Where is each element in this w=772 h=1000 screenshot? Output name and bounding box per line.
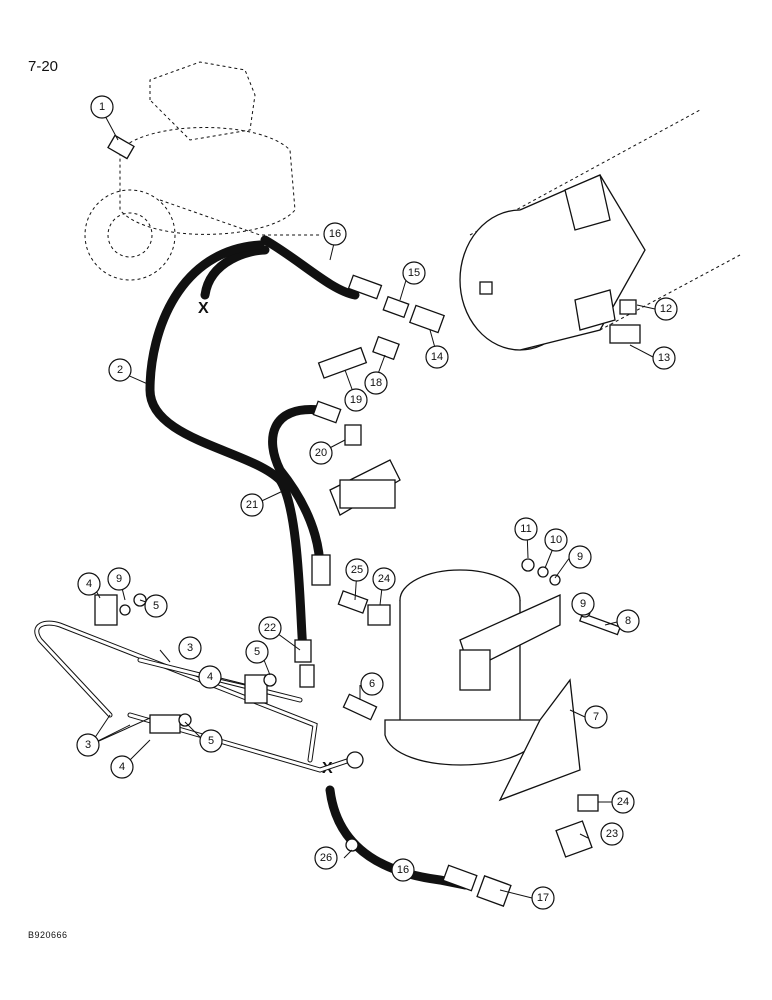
callout-13: 13 xyxy=(652,346,676,370)
callout-23: 23 xyxy=(600,822,624,846)
svg-text:14: 14 xyxy=(431,351,443,363)
svg-text:16: 16 xyxy=(329,228,341,240)
svg-text:5: 5 xyxy=(254,646,260,658)
svg-text:16: 16 xyxy=(397,864,409,876)
svg-text:9: 9 xyxy=(580,598,586,610)
callout-2: 2 xyxy=(108,358,132,382)
svg-text:18: 18 xyxy=(370,377,382,389)
callout-24a: 24 xyxy=(372,567,396,591)
svg-text:4: 4 xyxy=(207,671,213,683)
governor-valve xyxy=(329,459,401,516)
svg-text:6: 6 xyxy=(369,678,375,690)
svg-text:12: 12 xyxy=(660,303,672,315)
callout-12: 12 xyxy=(654,297,678,321)
callout-19: 19 xyxy=(344,388,368,412)
page-number: 7-20 xyxy=(28,58,59,75)
svg-text:2: 2 xyxy=(117,364,123,376)
svg-text:10: 10 xyxy=(550,534,562,546)
svg-text:19: 19 xyxy=(350,394,362,406)
figure-code: B920666 xyxy=(28,930,68,940)
callout-8: 8 xyxy=(616,609,640,633)
hoses xyxy=(145,235,470,890)
callout-4a: 4 xyxy=(77,572,101,596)
callout-9a: 9 xyxy=(107,567,131,591)
svg-text:9: 9 xyxy=(577,551,583,563)
svg-text:25: 25 xyxy=(351,564,363,576)
cut-mark-upper: X xyxy=(198,300,209,317)
svg-text:17: 17 xyxy=(537,892,549,904)
fittings xyxy=(94,134,641,907)
svg-text:20: 20 xyxy=(315,447,327,459)
svg-text:23: 23 xyxy=(606,828,618,840)
air-tank xyxy=(459,109,741,351)
callout-5a: 5 xyxy=(144,594,168,618)
callout-4b: 4 xyxy=(198,665,222,689)
callout-21: 21 xyxy=(240,493,264,517)
callout-3a: 3 xyxy=(178,636,202,660)
callout-20: 20 xyxy=(309,441,333,465)
svg-text:4: 4 xyxy=(119,761,125,773)
callout-24b: 24 xyxy=(611,790,635,814)
svg-text:21: 21 xyxy=(246,499,258,511)
svg-text:26: 26 xyxy=(320,852,332,864)
callout-14: 14 xyxy=(425,345,449,369)
svg-text:9: 9 xyxy=(116,573,122,585)
callout-3b: 3 xyxy=(76,733,100,757)
callout-11: 11 xyxy=(514,517,538,541)
svg-text:8: 8 xyxy=(625,615,631,627)
air-dryer xyxy=(384,569,581,802)
callout-6: 6 xyxy=(360,672,384,696)
callout-5c: 5 xyxy=(199,729,223,753)
callout-17: 17 xyxy=(531,886,555,910)
svg-text:13: 13 xyxy=(658,352,670,364)
air-compressor xyxy=(84,61,320,281)
callout-25: 25 xyxy=(345,558,369,582)
svg-text:24: 24 xyxy=(378,573,390,585)
svg-text:3: 3 xyxy=(85,739,91,751)
svg-text:15: 15 xyxy=(408,267,420,279)
callout-10: 10 xyxy=(544,528,568,552)
callout-15: 15 xyxy=(402,261,426,285)
svg-text:5: 5 xyxy=(208,735,214,747)
svg-text:4: 4 xyxy=(86,578,92,590)
callout-16a: 16 xyxy=(323,222,347,246)
callout-18: 18 xyxy=(364,371,388,395)
callout-1: 1 xyxy=(90,95,114,119)
callout-16b: 16 xyxy=(391,858,415,882)
svg-text:22: 22 xyxy=(264,622,276,634)
callout-7: 7 xyxy=(584,705,608,729)
svg-text:1: 1 xyxy=(99,101,105,113)
callout-4c: 4 xyxy=(110,755,134,779)
svg-text:5: 5 xyxy=(153,600,159,612)
svg-text:24: 24 xyxy=(617,796,629,808)
callout-22: 22 xyxy=(258,616,282,640)
callout-5b: 5 xyxy=(245,640,269,664)
svg-text:11: 11 xyxy=(520,523,531,535)
svg-text:3: 3 xyxy=(187,642,193,654)
callout-9c: 9 xyxy=(568,545,592,569)
callout-26: 26 xyxy=(314,846,338,870)
svg-text:7: 7 xyxy=(593,711,599,723)
callout-9b: 9 xyxy=(571,592,595,616)
